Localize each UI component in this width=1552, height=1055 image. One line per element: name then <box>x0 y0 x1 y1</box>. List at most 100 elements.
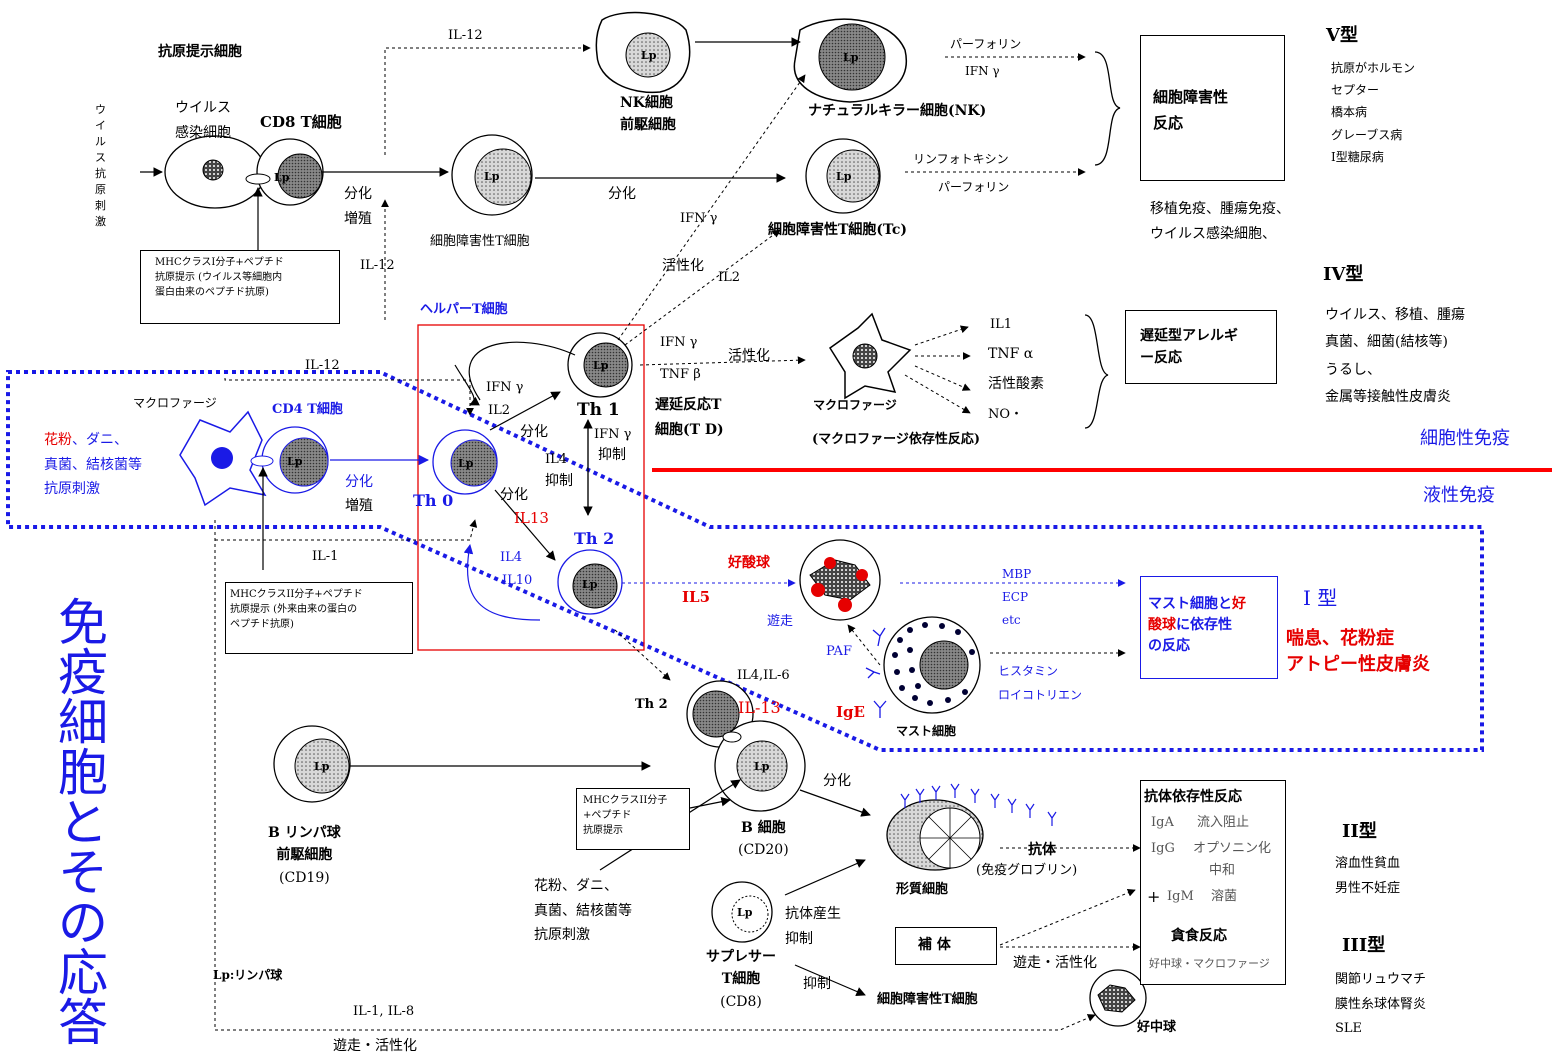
souso-label: 遊走 <box>767 614 793 630</box>
perforin-2: パーフォリン <box>938 180 1009 194</box>
nk-label: ナチュラルキラー細胞(NK) <box>808 103 986 120</box>
cd8-t-label: CD8 T細胞 <box>260 113 342 131</box>
lp-note: Lp:リンパ球 <box>213 968 282 982</box>
yokusei-th2: 抑制 <box>545 473 573 490</box>
il12-top: IL-12 <box>448 28 483 44</box>
lp-th1: Lp <box>593 359 608 372</box>
type4-title: IV型 <box>1323 264 1363 286</box>
tnf-b: TNF β <box>660 367 701 383</box>
neutrophil-label: 好中球 <box>1137 1020 1176 1036</box>
paf-label: PAF <box>826 644 852 660</box>
bunka-th1: 分化 <box>520 424 548 441</box>
cytotoxic-box: 細胞障害性反応 <box>1140 35 1285 181</box>
lp-b: Lp <box>754 760 769 773</box>
plasma-label: 形質細胞 <box>896 882 948 898</box>
th2-label: Th 2 <box>574 529 614 548</box>
il1-il8-label: IL-1, IL-8 <box>353 1004 414 1020</box>
antibody-sub-label: (免疫グロブリン) <box>976 863 1077 879</box>
mediator-tnf: TNF α <box>988 346 1033 363</box>
il1-label: IL-1 <box>312 549 338 565</box>
helper-t-label: ヘルパーT細胞 <box>420 302 508 318</box>
mediator-ros: 活性酸素 <box>988 376 1044 393</box>
ifn-g-nk: IFN γ <box>965 64 1000 78</box>
antigen-presenting-label: 抗原提示細胞 <box>158 44 242 61</box>
bunka-b: 分化 <box>823 773 851 790</box>
lp-supp: Lp <box>737 906 752 919</box>
type3-title: III型 <box>1342 935 1385 957</box>
type2-title: II型 <box>1342 821 1377 843</box>
delayed-allergy-box: 遅延型アレルギー反応 <box>1125 310 1277 384</box>
bunka-cd4: 分化 <box>345 474 373 491</box>
lp-ctl: Lp <box>836 170 851 183</box>
antibody-dep-box: 抗体依存性反応 IgA 流入阻止 IgG オプソニン化 中和 + IgM 溶菌 … <box>1140 780 1286 985</box>
lp-th0: Lp <box>458 457 473 470</box>
il5-label: IL5 <box>682 588 710 606</box>
lp-th2: Lp <box>582 578 597 591</box>
kasseika-1: 活性化 <box>662 258 704 275</box>
mediator-no: NO・ <box>988 407 1023 423</box>
ifn-g-loop: IFN γ <box>486 380 523 396</box>
type1-box: マスト細胞と好酸球に依存性の反応 <box>1140 576 1278 679</box>
type1-title: I 型 <box>1303 586 1337 610</box>
type5-title: V型 <box>1326 25 1358 47</box>
cd4-t-label: CD4 T細胞 <box>272 402 343 418</box>
macro-dep-label: (マクロファージ依存性反応) <box>812 432 980 448</box>
complement-box: 補 体 <box>895 927 997 965</box>
th2-lower-label: Th 2 <box>635 697 668 713</box>
ige-label: IgE <box>836 703 865 721</box>
mhc2b-box: MHCクラスII分子+ペプチド抗原提示 <box>576 788 690 850</box>
il12-low: IL-12 <box>305 358 340 374</box>
lp-nk: Lp <box>843 51 858 64</box>
il13-label: IL13 <box>514 509 549 527</box>
macrophage-left-label: マクロファージ <box>133 396 217 410</box>
ctl-label: 細胞障害性T細胞(Tc) <box>768 222 907 239</box>
type5-examples: 移植免疫、腫瘍免疫、ウイルス感染細胞、 <box>1150 197 1290 246</box>
humoral-label: 液性免疫 <box>1423 485 1495 507</box>
macrophage-right-label: マクロファージ <box>813 398 897 412</box>
antigen-stim-label: 花粉、ダニ、真菌、結核菌等抗原刺激 <box>44 428 142 502</box>
il13b-label: IL-13 <box>738 698 781 717</box>
il4-il6-label: IL4,IL-6 <box>737 668 790 684</box>
b-pre-label: B リンパ球前駆細胞(CD19) <box>268 822 341 889</box>
migrate-act-2: 遊走・活性化 <box>333 1038 417 1055</box>
il2-ctl: IL2 <box>718 270 740 286</box>
antigen-stim2-label: 花粉、ダニ、真菌、結核菌等抗原刺激 <box>534 874 632 948</box>
mhc2-box: MHCクラスII分子+ペプチド抗原提示 (外来由来の蛋白のペプチド抗原) <box>225 582 413 654</box>
suppress-label-1: 抗体産生抑制 <box>785 902 841 951</box>
antibody-label: 抗体 <box>1028 842 1056 859</box>
virus-stim-label: ウイルス抗原刺激 <box>95 102 107 230</box>
bunka-th2: 分化 <box>500 487 528 504</box>
th1-label: Th 1 <box>577 400 620 420</box>
bunka-2: 分化 <box>608 186 636 203</box>
zoushoku-cd4: 増殖 <box>345 498 373 515</box>
suppress-label-2: 抑制 <box>803 976 831 993</box>
il4-supp: IL4 <box>545 452 567 468</box>
type2-items: 溶血性貧血男性不妊症 <box>1335 852 1400 901</box>
lp-nkpre: Lp <box>641 49 656 62</box>
il4-blue: IL4 <box>500 550 522 566</box>
mast-label: マスト細胞 <box>896 724 956 738</box>
il10-blue: IL10 <box>502 573 532 589</box>
lp-ctlpre: Lp <box>484 170 499 183</box>
lp-cd4: Lp <box>287 455 302 468</box>
ifn-g-supp: IFN γ <box>594 427 631 443</box>
il2-loop: IL2 <box>488 403 510 419</box>
cellular-label: 細胞性免疫 <box>1420 428 1510 450</box>
kasseika-2: 活性化 <box>728 348 770 365</box>
yokusei-th1: 抑制 <box>598 447 626 464</box>
type4-items: ウイルス、移植、腫瘍真菌、細菌(結核等)うるし、金属等接触性皮膚炎 <box>1325 302 1465 411</box>
lp-cd8: Lp <box>274 171 289 184</box>
b-cell-label: B 細胞(CD20) <box>738 817 789 862</box>
mhc1-box: MHCクラスI分子+ペプチド抗原提示 (ウイルス等細胞内蛋白由来のペプチド抗原) <box>140 250 340 324</box>
ifn-g-th1: IFN γ <box>660 335 697 351</box>
migrate-act-1: 遊走・活性化 <box>1013 955 1097 972</box>
type1-items: 喘息、花粉症アトピー性皮膚炎 <box>1286 626 1430 678</box>
th0-label: Th 0 <box>413 491 453 510</box>
ctl-pre-label: 細胞障害性T細胞 <box>430 234 530 250</box>
eosinophil-label: 好酸球 <box>728 555 770 572</box>
ifn-g-ctl: IFN γ <box>680 211 717 227</box>
